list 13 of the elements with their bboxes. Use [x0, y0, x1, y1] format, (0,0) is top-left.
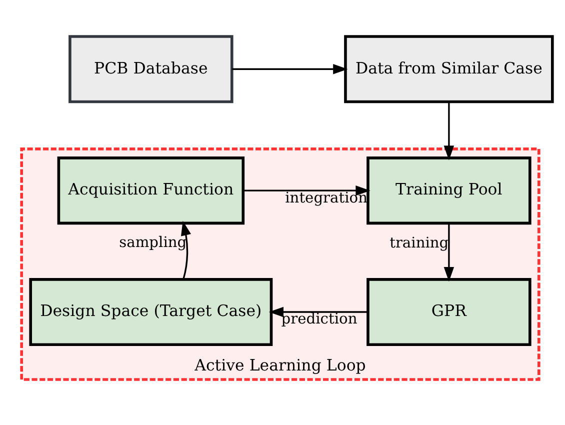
edge-label: prediction	[281, 310, 358, 328]
arrow	[268, 306, 368, 318]
arrow	[181, 220, 191, 280]
edge-label: sampling	[119, 234, 187, 251]
node-box: Design Space (Target Case)	[29, 278, 273, 346]
node-box: Training Pool	[366, 156, 532, 225]
arrow	[444, 102, 454, 160]
node-box: PCB Database	[68, 35, 234, 104]
arrow	[444, 223, 454, 282]
node-box: Acquisition Function	[57, 156, 245, 225]
node-box: GPR	[366, 278, 532, 346]
arrow	[232, 64, 348, 74]
node-box: Data from Similar Case	[344, 35, 554, 104]
